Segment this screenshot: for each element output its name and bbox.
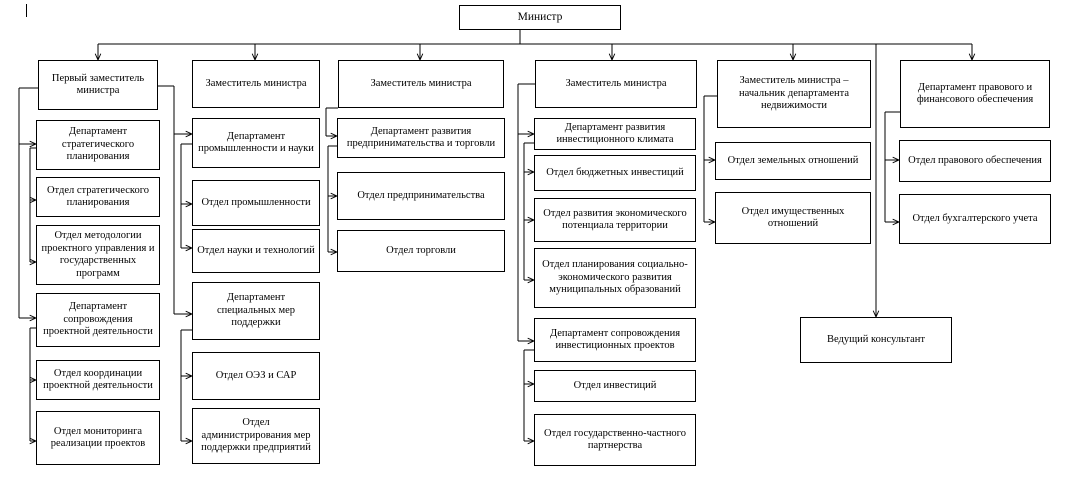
dept-entrepreneurship-trade-box: Департамент развития предпринимательства…	[337, 118, 505, 158]
office-economic-potential-box: Отдел развития экономического потенциала…	[534, 198, 696, 242]
deputy-minister-realty-box: Заместитель министра – начальник департа…	[717, 60, 871, 128]
office-legal-box: Отдел правового обеспечения	[899, 140, 1051, 182]
dept-investment-climate-box: Департамент развития инвестиционного кли…	[534, 118, 696, 150]
office-accounting-box: Отдел бухгалтерского учета	[899, 194, 1051, 244]
office-project-coordination-box: Отдел координации проектной деятельности	[36, 360, 160, 400]
office-trade-box: Отдел торговли	[337, 230, 505, 272]
office-strategic-planning-box: Отдел стратегического планирования	[36, 177, 160, 217]
office-support-admin-box: Отдел администрирования мер поддержки пр…	[192, 408, 320, 464]
dept-investment-projects-box: Департамент сопровождения инвестиционных…	[534, 318, 696, 362]
minister-box: Министр	[459, 5, 621, 30]
dept-project-support-box: Департамент сопровождения проектной деят…	[36, 293, 160, 347]
deputy-minister-4-box: Заместитель министра	[535, 60, 697, 108]
office-science-tech-box: Отдел науки и технологий	[192, 229, 320, 273]
office-land-relations-box: Отдел земельных отношений	[715, 142, 871, 180]
office-property-relations-box: Отдел имущественных отношений	[715, 192, 871, 244]
dept-strategic-planning-box: Департамент стратегического планирования	[36, 120, 160, 170]
office-ppp-box: Отдел государственно-частного партнерств…	[534, 414, 696, 466]
office-budget-investment-box: Отдел бюджетных инвестиций	[534, 155, 696, 191]
office-investments-box: Отдел инвестиций	[534, 370, 696, 402]
dept-special-support-box: Департамент специальных мер поддержки	[192, 282, 320, 340]
text-cursor	[26, 4, 27, 17]
first-deputy-minister-box: Первый заместитель министра	[38, 60, 158, 110]
dept-industry-science-box: Департамент промышленности и науки	[192, 118, 320, 168]
lead-consultant-box: Ведущий консультант	[800, 317, 952, 363]
deputy-minister-2-box: Заместитель министра	[192, 60, 320, 108]
office-municipal-planning-box: Отдел планирования социально-экономическ…	[534, 248, 696, 308]
office-methodology-box: Отдел методологии проектного управления …	[36, 225, 160, 285]
office-project-monitoring-box: Отдел мониторинга реализации проектов	[36, 411, 160, 465]
office-industry-box: Отдел промышленности	[192, 180, 320, 226]
dept-legal-finance-box: Департамент правового и финансового обес…	[900, 60, 1050, 128]
office-entrepreneurship-box: Отдел предпринимательства	[337, 172, 505, 220]
office-sez-box: Отдел ОЭЗ и САР	[192, 352, 320, 400]
deputy-minister-3-box: Заместитель министра	[338, 60, 504, 108]
